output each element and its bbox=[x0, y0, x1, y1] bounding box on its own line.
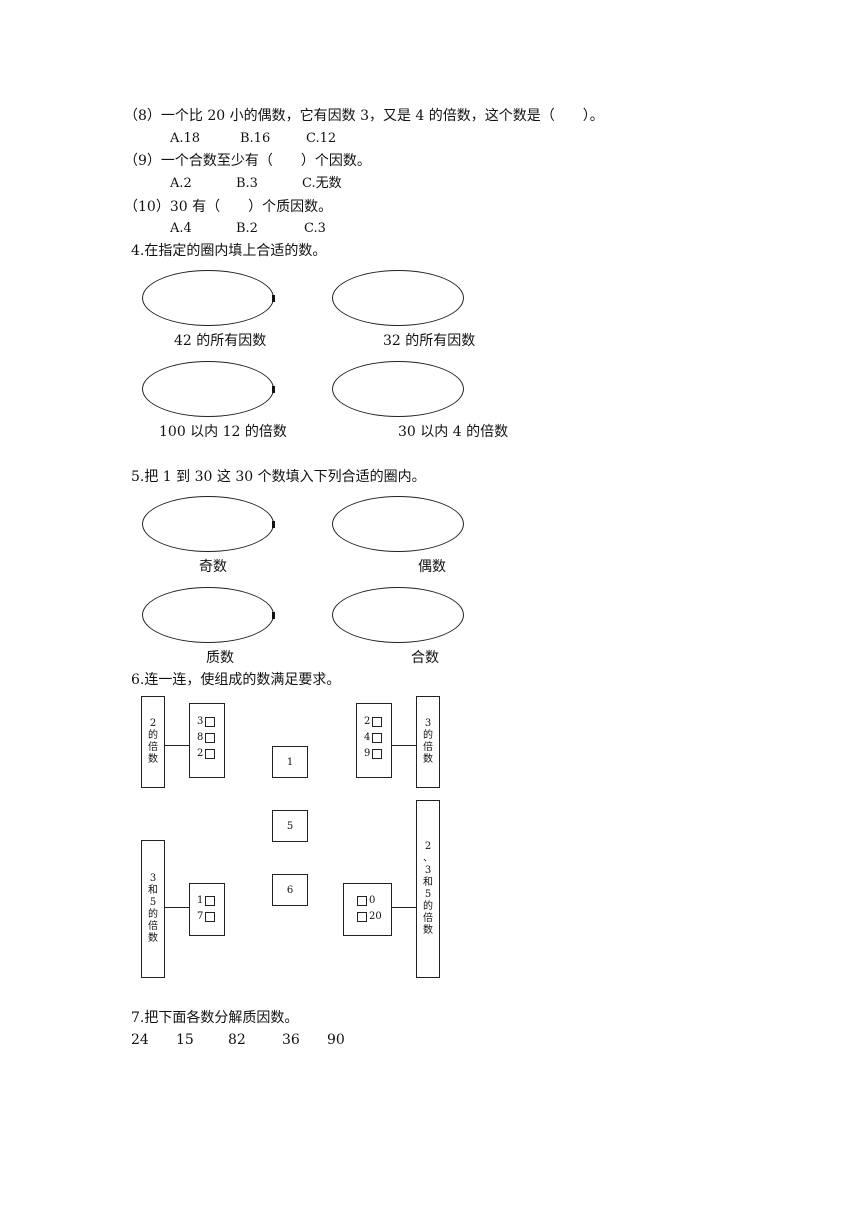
digit-row: 3 bbox=[197, 716, 216, 728]
section-5-title: 5.把 1 到 30 这 30 个数填入下列合适的圈内。 bbox=[131, 469, 426, 485]
circle-composite bbox=[332, 587, 464, 643]
digit-row: 7 bbox=[197, 911, 216, 923]
connector-line bbox=[165, 907, 189, 908]
blank-square-icon bbox=[205, 896, 216, 906]
section-4-title: 4.在指定的圈内填上合适的数。 bbox=[131, 243, 327, 259]
digit-row: 4 bbox=[364, 732, 383, 744]
blank-square-icon bbox=[205, 912, 216, 922]
blank-square-icon bbox=[205, 717, 216, 727]
digit-row: 0 bbox=[357, 895, 375, 907]
digit-row: 1 bbox=[197, 895, 216, 907]
digit-box-right-top bbox=[356, 703, 392, 778]
q9-option-a: A.2 bbox=[170, 176, 192, 191]
center-number-box: 6 bbox=[272, 874, 308, 906]
q10-option-a: A.4 bbox=[170, 221, 192, 236]
caption-factors-32: 32 的所有因数 bbox=[383, 333, 476, 349]
blank-square-icon bbox=[372, 733, 383, 743]
connector-line bbox=[392, 907, 416, 908]
blank-square-icon bbox=[357, 912, 367, 922]
circle-even bbox=[332, 496, 464, 552]
caption-multiples-4: 30 以内 4 的倍数 bbox=[398, 424, 509, 440]
label-multiple-of-3: 3 的 倍 数 bbox=[416, 696, 440, 788]
center-number-box: 1 bbox=[272, 746, 308, 778]
circle-multiples-4 bbox=[332, 361, 464, 417]
label-multiple-of-3-and-5: 3 和 5 的 倍 数 bbox=[141, 840, 165, 978]
q8-option-c: C.12 bbox=[306, 131, 337, 146]
blank-square-icon bbox=[372, 749, 383, 759]
blank-square-icon bbox=[205, 749, 216, 759]
circle-prime bbox=[142, 587, 275, 643]
digit-row: 2 bbox=[364, 716, 383, 728]
digit-row: 20 bbox=[357, 911, 382, 923]
q10-option-b: B.2 bbox=[236, 221, 258, 236]
caption-composite: 合数 bbox=[411, 650, 439, 666]
caption-factors-42: 42 的所有因数 bbox=[174, 333, 267, 349]
q8-option-a: A.18 bbox=[170, 131, 201, 146]
q8-option-b: B.16 bbox=[240, 131, 271, 146]
section-7-title: 7.把下面各数分解质因数。 bbox=[131, 1010, 299, 1026]
caption-multiples-12: 100 以内 12 的倍数 bbox=[159, 424, 287, 440]
digit-row: 9 bbox=[364, 748, 383, 760]
number-to-factor: 82 bbox=[228, 1032, 246, 1048]
caption-odd: 奇数 bbox=[199, 559, 227, 575]
number-to-factor: 15 bbox=[176, 1032, 194, 1048]
number-to-factor: 90 bbox=[327, 1032, 345, 1048]
label-multiple-of-2: 2 的 倍 数 bbox=[141, 696, 165, 788]
connector-line bbox=[392, 745, 416, 746]
label-multiple-of-2-3-5: 2 、 3 和 5 的 倍 数 bbox=[416, 800, 440, 978]
circle-factors-32 bbox=[332, 270, 464, 326]
caption-even: 偶数 bbox=[418, 559, 446, 575]
circle-factors-42 bbox=[142, 270, 275, 326]
section-6-title: 6.连一连，使组成的数满足要求。 bbox=[131, 672, 341, 688]
question-9: （9）一个合数至少有（ ）个因数。 bbox=[124, 153, 371, 169]
digit-row: 8 bbox=[197, 732, 216, 744]
digit-row: 2 bbox=[197, 748, 216, 760]
digit-box-left-bottom bbox=[189, 883, 225, 936]
circle-multiples-12 bbox=[142, 361, 275, 417]
q9-option-b: B.3 bbox=[236, 176, 258, 191]
number-to-factor: 36 bbox=[282, 1032, 300, 1048]
digit-box-right-bottom bbox=[343, 883, 392, 936]
question-8: （8）一个比 20 小的偶数，它有因数 3，又是 4 的倍数，这个数是（ ）。 bbox=[124, 108, 604, 124]
q9-option-c: C.无数 bbox=[302, 176, 342, 191]
q10-option-c: C.3 bbox=[304, 221, 326, 236]
question-10: （10）30 有（ ）个质因数。 bbox=[124, 199, 333, 215]
digit-box-left-top bbox=[189, 703, 225, 778]
number-to-factor: 24 bbox=[131, 1032, 149, 1048]
connector-line bbox=[165, 745, 189, 746]
blank-square-icon bbox=[372, 717, 383, 727]
blank-square-icon bbox=[205, 733, 216, 743]
circle-odd bbox=[142, 496, 275, 552]
blank-square-icon bbox=[357, 896, 367, 906]
caption-prime: 质数 bbox=[206, 650, 234, 666]
center-number-box: 5 bbox=[272, 810, 308, 842]
